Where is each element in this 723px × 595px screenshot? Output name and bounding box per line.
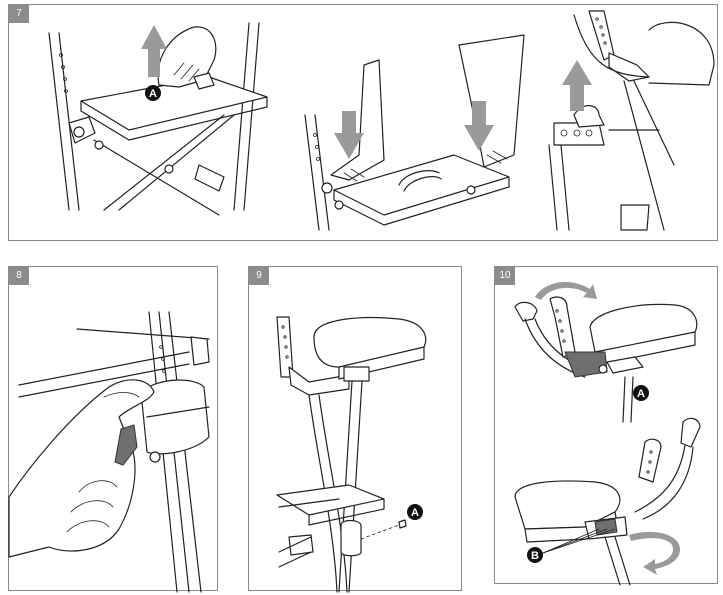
svg-text:A: A: [637, 388, 645, 400]
press-down-arrow-left: [334, 111, 364, 159]
step-8-illustration: [8, 311, 210, 593]
step-8-panel: 8: [8, 266, 218, 593]
press-down-arrow-right: [464, 101, 494, 151]
hand-releasing-lever: [8, 379, 155, 558]
step-10-panel: 10 A: [494, 266, 718, 586]
rotate-arrow-lower: [629, 531, 680, 575]
callout-a-step10: A: [633, 385, 649, 401]
step-number-badge: 8: [9, 267, 29, 285]
step-9-illustration: A: [276, 316, 427, 593]
lift-up-arrow: [141, 25, 167, 77]
step-10-illustration: A B: [514, 282, 701, 586]
walker-frame-left: [48, 22, 268, 216]
callout-a-step9: A: [407, 504, 423, 520]
callout-a-step7: A: [145, 85, 161, 101]
handle-upper-view: [514, 296, 698, 423]
step-number-badge: 10: [495, 267, 515, 285]
frame-tube-and-clamp: [18, 311, 210, 593]
callout-b-step10: B: [527, 547, 543, 563]
walker-frame-right: [548, 10, 715, 231]
step-number-badge: 7: [9, 5, 29, 23]
svg-text:B: B: [531, 550, 539, 562]
step-number-badge: 9: [249, 267, 269, 285]
step-7-panel: 7 A: [8, 4, 718, 241]
svg-text:A: A: [411, 507, 419, 519]
rotate-arrow-upper: [535, 282, 597, 300]
handle-lower-view: [514, 417, 701, 586]
walker-frame-middle: [304, 34, 525, 231]
svg-text:A: A: [149, 88, 157, 100]
lift-handle-arrow: [562, 60, 592, 111]
step-7-illustration: A: [48, 10, 715, 231]
backrest-and-frame: [276, 316, 427, 593]
step-9-panel: 9 A: [248, 266, 462, 593]
